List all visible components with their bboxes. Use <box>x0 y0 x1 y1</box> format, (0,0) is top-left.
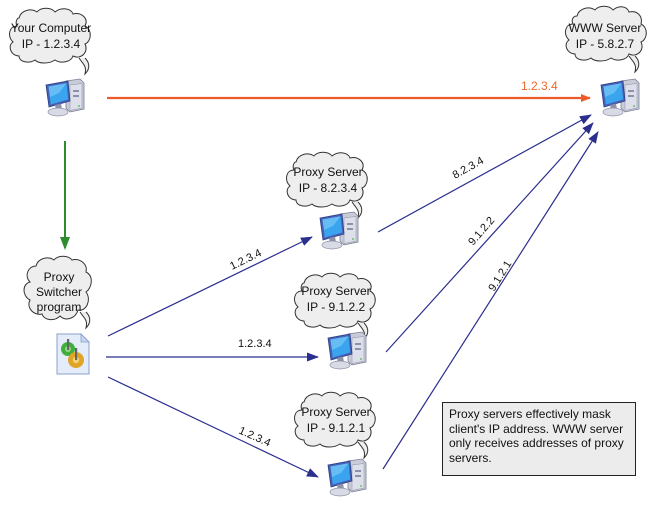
edge-line <box>377 114 592 233</box>
edge-proxy-3-to-www-label: 9.1.2.1 <box>486 259 514 294</box>
node-proxy-switcher-line2: Switcher <box>36 285 82 299</box>
thought-cloud: Your Computer IP - 1.2.3.4 <box>9 7 91 76</box>
thought-cloud: Proxy Server IP - 8.2.3.4 <box>286 151 368 220</box>
desktop-computer-icon <box>600 78 640 117</box>
edge-line <box>107 376 319 478</box>
thought-cloud: Proxy Server IP - 9.1.2.2 <box>294 272 376 341</box>
edge-line <box>107 236 313 337</box>
node-www-server-name: WWW Server <box>569 21 642 35</box>
node-your-computer-name: Your Computer <box>11 21 91 35</box>
edge-line <box>385 122 594 353</box>
thought-cloud: WWW Server IP - 5.8.2.7 <box>565 5 647 74</box>
edge-switcher-to-proxy-1: 1.2.3.4 <box>107 236 313 337</box>
node-proxy-switcher-line1: Proxy <box>44 270 75 284</box>
edge-line <box>382 131 599 470</box>
node-proxy-server-1-name: Proxy Server <box>293 165 362 179</box>
edge-to-switcher <box>60 141 70 250</box>
edge-to-switcher-arrowhead <box>60 237 70 250</box>
desktop-computer-icon <box>319 211 359 250</box>
edge-switcher-to-proxy-3-label: 1.2.3.4 <box>237 425 273 450</box>
thought-cloud: Proxy Server IP - 9.1.2.1 <box>294 391 376 460</box>
desktop-computer-icon <box>45 78 85 117</box>
edge-switcher-to-proxy-2: 1.2.3.4 <box>106 338 319 362</box>
node-your-computer-ip: IP - 1.2.3.4 <box>22 37 81 51</box>
node-proxy-server-3-name: Proxy Server <box>301 405 370 419</box>
edge-proxy-1-to-www-label: 8.2.3.4 <box>451 155 486 182</box>
node-www-server: WWW Server IP - 5.8.2.7 <box>565 5 647 117</box>
node-proxy-switcher: Proxy Switcher program <box>23 255 92 375</box>
edge-switcher-to-proxy-2-label: 1.2.3.4 <box>238 338 272 350</box>
node-proxy-server-3-ip: IP - 9.1.2.1 <box>307 421 366 435</box>
node-www-server-ip: IP - 5.8.2.7 <box>576 37 635 51</box>
node-your-computer: Your Computer IP - 1.2.3.4 <box>9 7 91 117</box>
program-gears-icon <box>56 333 90 375</box>
node-proxy-server-2-ip: IP - 9.1.2.2 <box>307 300 366 314</box>
node-proxy-server-1-ip: IP - 8.2.3.4 <box>299 181 358 195</box>
thought-cloud: Proxy Switcher program <box>23 255 92 330</box>
desktop-computer-icon <box>327 458 367 497</box>
edge-switcher-to-proxy-3: 1.2.3.4 <box>107 376 319 478</box>
node-proxy-server-3: Proxy Server IP - 9.1.2.1 <box>294 391 376 497</box>
node-proxy-server-1: Proxy Server IP - 8.2.3.4 <box>286 151 368 250</box>
edge-proxy-1-to-www: 8.2.3.4 <box>377 114 592 233</box>
explanation-note: Proxy servers effectively mask client's … <box>442 402 636 476</box>
edge-direct: 1.2.3.4 <box>107 79 591 102</box>
node-proxy-server-2-name: Proxy Server <box>301 284 370 298</box>
explanation-note-text: Proxy servers effectively mask client's … <box>449 407 624 465</box>
edge-proxy-2-to-www-label: 9.1.2.2 <box>466 215 497 248</box>
desktop-computer-icon <box>327 331 367 370</box>
node-proxy-server-2: Proxy Server IP - 9.1.2.2 <box>294 272 376 370</box>
edge-proxy-2-to-www: 9.1.2.2 <box>385 122 594 353</box>
edge-direct-label: 1.2.3.4 <box>521 79 558 93</box>
node-proxy-switcher-line3: program <box>37 300 82 314</box>
